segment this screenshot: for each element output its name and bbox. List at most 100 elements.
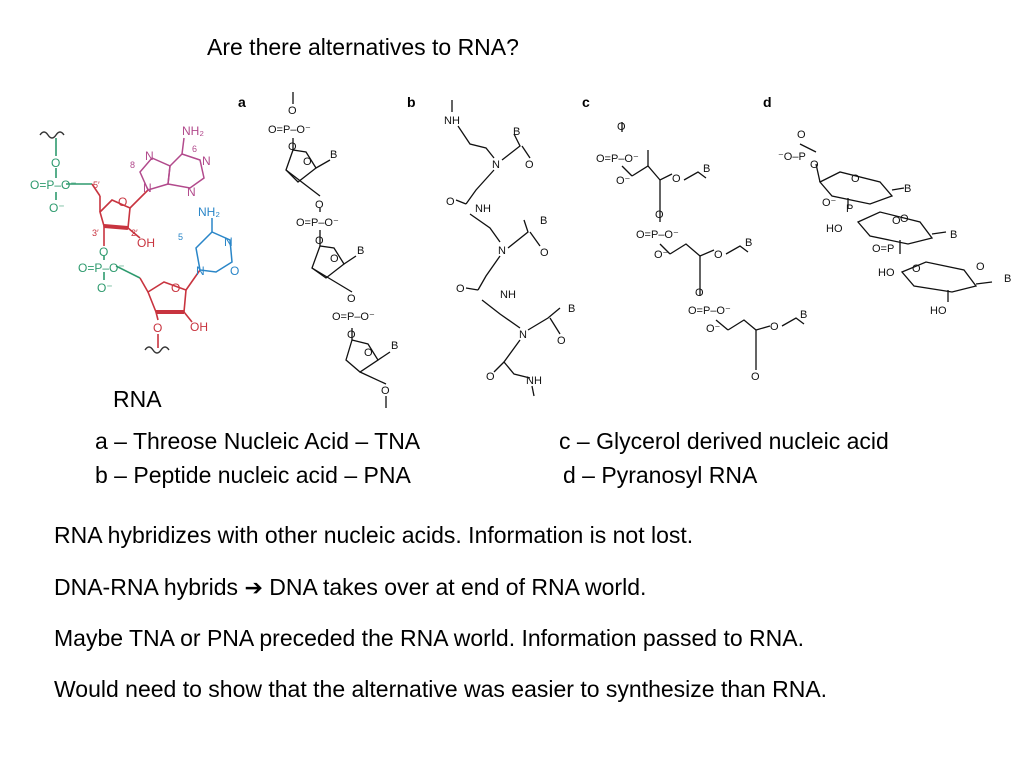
pna-o-1: O bbox=[525, 159, 534, 171]
rna-n7: N bbox=[145, 149, 154, 163]
pna-nh-2: NH bbox=[475, 203, 491, 215]
tna-o-ring-3: O bbox=[364, 347, 373, 359]
rna-n9: N bbox=[143, 181, 152, 195]
rna-oh-1: OH bbox=[137, 236, 155, 250]
gna-phos-1: O=P–O⁻ bbox=[596, 153, 639, 165]
tna-o-1: O bbox=[288, 105, 297, 117]
rna-o-mid: O bbox=[99, 245, 108, 259]
rna-nh2-2: NH₂ bbox=[198, 205, 220, 219]
prna-o-ring-1: O bbox=[851, 173, 860, 185]
legend-a: a – Threose Nucleic Acid – TNA bbox=[95, 428, 421, 454]
prna-o-2: O bbox=[810, 159, 819, 171]
gna-b-2: B bbox=[745, 237, 752, 249]
rna-o-3end: O bbox=[153, 321, 162, 335]
paragraph-2-end: DNA takes over at end of RNA world. bbox=[269, 574, 647, 600]
rna-ring-6: 6 bbox=[192, 144, 197, 154]
rna-5prime: 5′ bbox=[93, 180, 100, 190]
prna-b-1: B bbox=[904, 183, 911, 195]
pna-structure: NH N B O O NH N B O O NH N B O O NH bbox=[444, 100, 575, 397]
gna-b-3: B bbox=[800, 309, 807, 321]
gna-o-6: O bbox=[770, 321, 779, 333]
paragraph-3: Maybe TNA or PNA preceded the RNA world.… bbox=[54, 625, 804, 651]
tna-o-6: O bbox=[347, 329, 356, 341]
panel-letter-a: a bbox=[238, 94, 246, 110]
chain-end-bottom bbox=[144, 346, 170, 354]
tna-o-2: O bbox=[288, 141, 297, 153]
pna-o-6: O bbox=[486, 371, 495, 383]
gna-structure: O O=P–O⁻ O⁻ O B O O=P–O⁻ O⁻ O B O O=P–O⁻… bbox=[596, 121, 807, 383]
panel-letter-d: d bbox=[763, 94, 772, 110]
prna-b-3: B bbox=[1004, 273, 1011, 285]
rna-o-minus-1: O⁻ bbox=[49, 201, 65, 215]
pna-nh-1: NH bbox=[444, 115, 460, 127]
tna-phos-2: O=P–O⁻ bbox=[296, 217, 339, 229]
rna-n1-pyr: N bbox=[196, 264, 205, 278]
rna-n1: N bbox=[202, 154, 211, 168]
pna-nh-4: NH bbox=[526, 375, 542, 387]
tna-phos-1: O=P–O⁻ bbox=[268, 124, 311, 136]
prna-ho-2: HO bbox=[878, 267, 895, 279]
rna-o-ring-2: O bbox=[171, 281, 180, 295]
prna-b-2: B bbox=[950, 229, 957, 241]
paragraph-4: Would need to show that the alternative … bbox=[54, 676, 828, 702]
prna-phos-1: ⁻O–P bbox=[778, 151, 806, 163]
panel-letter-c: c bbox=[582, 94, 590, 110]
gna-o-7: O bbox=[751, 371, 760, 383]
paragraph-1: RNA hybridizes with other nucleic acids.… bbox=[54, 522, 694, 548]
gna-o-minus-2: O⁻ bbox=[654, 249, 669, 261]
pna-b-3: B bbox=[568, 303, 575, 315]
legend-c: c – Glycerol derived nucleic acid bbox=[559, 428, 889, 454]
pna-nh-3: NH bbox=[500, 289, 516, 301]
tna-o-ring-2: O bbox=[330, 253, 339, 265]
chain-end-top bbox=[39, 131, 65, 139]
pna-n-2: N bbox=[498, 245, 506, 257]
tna-b-2: B bbox=[357, 245, 364, 257]
chemical-structures-figure: O O=P–O⁻ O⁻ O 5′ 3′ 2′ OH N N N N NH₂ 8 … bbox=[30, 92, 1011, 408]
legend-d: d – Pyranosyl RNA bbox=[563, 462, 758, 488]
gna-o-1: O bbox=[617, 121, 626, 133]
gna-o-5: O bbox=[695, 287, 704, 299]
pna-o-2: O bbox=[446, 196, 455, 208]
tna-structure: O O=P–O⁻ O O B O O=P–O⁻ O O B O O=P–O⁻ O… bbox=[268, 92, 398, 408]
prna-o-ring-2: O bbox=[892, 215, 901, 227]
rna-nh2-1: NH₂ bbox=[182, 124, 204, 138]
rna-oh-2: OH bbox=[190, 320, 208, 334]
tna-o-4: O bbox=[315, 235, 324, 247]
prna-ho-3: HO bbox=[930, 305, 947, 317]
rna-ring-8: 8 bbox=[130, 160, 135, 170]
legend-b: b – Peptide nucleic acid – PNA bbox=[95, 462, 411, 488]
tna-o-ring-1: O bbox=[303, 156, 312, 168]
pna-n-3: N bbox=[519, 329, 527, 341]
pna-n-1: N bbox=[492, 159, 500, 171]
prna-ho-1: HO bbox=[826, 223, 843, 235]
gna-o-minus-1: O⁻ bbox=[616, 175, 631, 187]
rna-3prime: 3′ bbox=[92, 228, 99, 238]
rna-phosphate-1: O=P–O⁻ bbox=[30, 178, 77, 192]
pna-o-3: O bbox=[540, 247, 549, 259]
tna-b-1: B bbox=[330, 149, 337, 161]
paragraph-2: DNA-RNA hybrids ➔ DNA takes over at end … bbox=[54, 574, 646, 601]
prna-structure: O ⁻O–P O O B O⁻ P HO O B O O=P HO O O B … bbox=[778, 129, 1011, 317]
gna-o-3: O bbox=[655, 209, 664, 221]
prna-o-1: O bbox=[797, 129, 806, 141]
rna-o-minus-2: O⁻ bbox=[97, 281, 113, 295]
prna-o-4: O bbox=[912, 263, 921, 275]
rna-o-ring-1: O bbox=[118, 195, 127, 209]
rna-structure: O O=P–O⁻ O⁻ O 5′ 3′ 2′ OH N N N N NH₂ 8 … bbox=[30, 124, 239, 354]
tna-phos-3: O=P–O⁻ bbox=[332, 311, 375, 323]
prna-phos-3: O=P bbox=[872, 243, 894, 255]
pna-o-5: O bbox=[557, 335, 566, 347]
rna-o-top: O bbox=[51, 156, 60, 170]
prna-o-ring-3: O bbox=[976, 261, 985, 273]
rna-2prime: 2′ bbox=[131, 228, 138, 238]
gna-o-2: O bbox=[672, 173, 681, 185]
rna-phosphate-2: O=P–O⁻ bbox=[78, 261, 125, 275]
rna-caption: RNA bbox=[113, 386, 162, 412]
tna-o-5: O bbox=[347, 293, 356, 305]
prna-phos-2: O⁻ bbox=[822, 197, 837, 209]
pna-o-4: O bbox=[456, 283, 465, 295]
paragraph-2-start: DNA-RNA hybrids bbox=[54, 574, 239, 600]
tna-b-3: B bbox=[391, 340, 398, 352]
rna-ring-5: 5 bbox=[178, 232, 183, 242]
rna-n3: N bbox=[187, 185, 196, 199]
